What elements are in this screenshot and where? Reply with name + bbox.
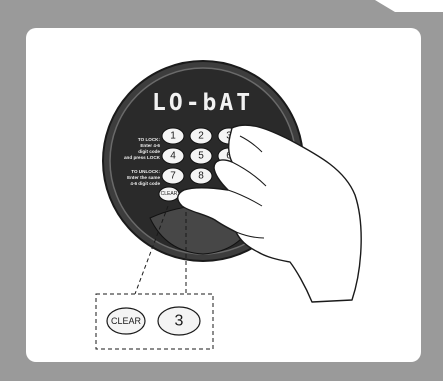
callout-digit-label: 3 bbox=[175, 313, 184, 330]
key-8[interactable]: 8 bbox=[190, 168, 212, 184]
key-4-label: 4 bbox=[170, 151, 176, 162]
key-2[interactable]: 2 bbox=[190, 128, 212, 144]
lock-instruction-3: digit code bbox=[138, 149, 160, 154]
key-5[interactable]: 5 bbox=[190, 148, 212, 164]
key-2-label: 2 bbox=[198, 131, 204, 142]
unlock-instruction-1: TO UNLOCK: bbox=[131, 169, 160, 174]
unlock-instruction-2: Enter the same bbox=[127, 175, 160, 180]
lcd-display: LO-bAT bbox=[152, 90, 253, 116]
callout-box: CLEAR 3 bbox=[96, 294, 213, 349]
key-7-label: 7 bbox=[170, 171, 176, 182]
key-4[interactable]: 4 bbox=[162, 148, 184, 164]
key-7[interactable]: 7 bbox=[162, 168, 184, 184]
callout-digit-key: 3 bbox=[158, 307, 200, 335]
lock-instruction-1: TO LOCK: bbox=[138, 137, 161, 142]
key-5-label: 5 bbox=[198, 151, 204, 162]
key-8-label: 8 bbox=[198, 171, 204, 182]
unlock-instruction-3: 4-6 digit code bbox=[130, 181, 160, 186]
callout-clear-label: CLEAR bbox=[111, 316, 142, 326]
key-1-label: 1 bbox=[170, 131, 176, 142]
lock-instruction-2: Enter 4-6 bbox=[140, 143, 160, 148]
key-clear-label: CLEAR bbox=[161, 191, 178, 197]
lock-instruction-4: and press LOCK bbox=[124, 155, 161, 160]
key-clear[interactable]: CLEAR bbox=[159, 187, 179, 201]
key-1[interactable]: 1 bbox=[162, 128, 184, 144]
callout-clear-key: CLEAR bbox=[107, 308, 145, 334]
